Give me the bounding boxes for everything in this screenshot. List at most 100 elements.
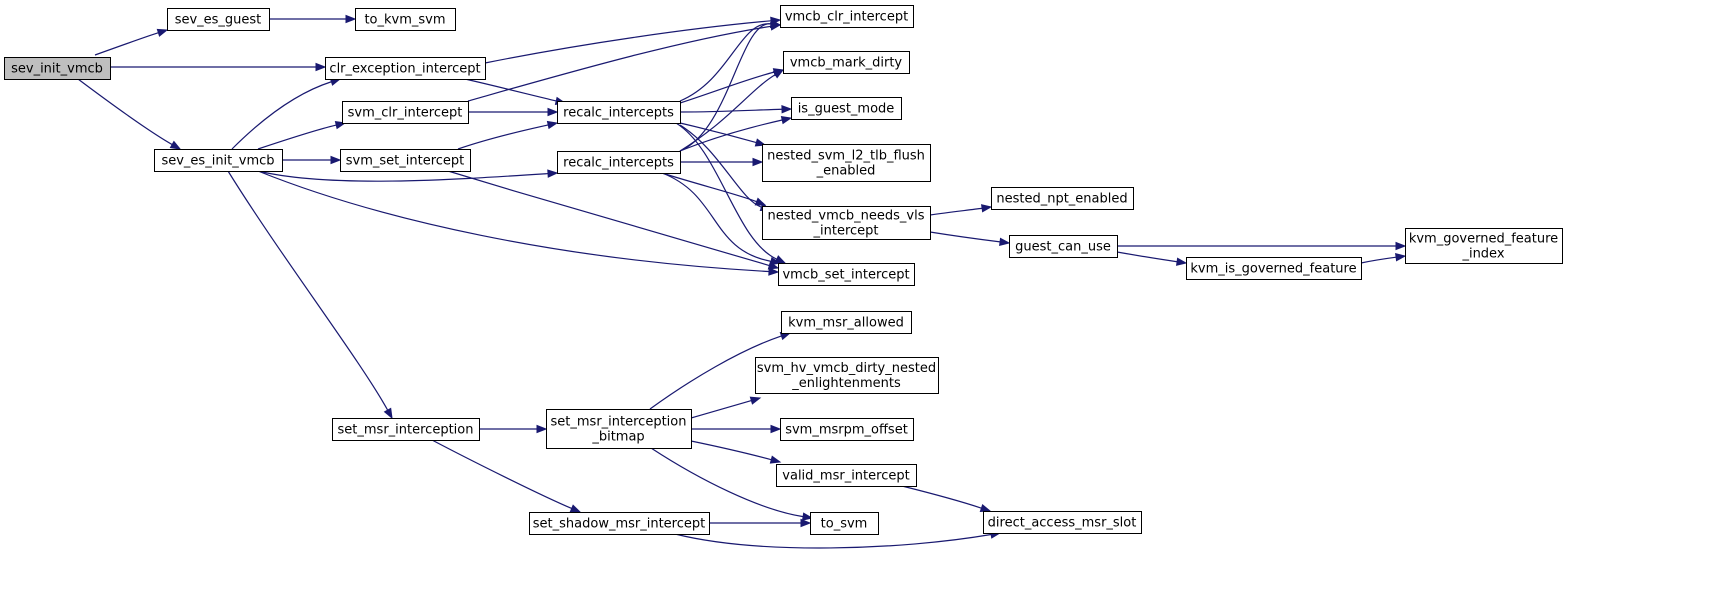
node-label: _bitmap: [591, 430, 644, 445]
node-box: [791, 97, 902, 120]
edge-set-msr-interception-bitmap-to-svm-msrpm-offset: [690, 424, 782, 434]
arrowhead: [546, 120, 559, 130]
arrowhead: [569, 504, 582, 513]
edge-line: [94, 32, 159, 56]
arrowhead: [383, 407, 393, 420]
node-recalc-intercepts-2[interactable]: recalc_intercepts: [557, 151, 681, 174]
node-set-shadow-msr-intercept[interactable]: set_shadow_msr_intercept: [529, 512, 710, 535]
node-to-kvm-svm[interactable]: to_kvm_svm: [355, 8, 456, 31]
edge-set-msr-interception-to-set-shadow-msr-intercept: [431, 439, 582, 513]
node-box: [167, 8, 270, 31]
edge-sev-es-init-vmcb-to-svm-clr-intercept: [257, 121, 347, 150]
edge-sev-es-init-vmcb-to-set-msr-interception: [227, 170, 393, 420]
edge-recalc-intercepts-2-to-is-guest-mode: [679, 115, 793, 152]
node-sev-es-guest[interactable]: sev_es_guest: [167, 8, 270, 31]
edge-kvm-is-governed-feature-to-kvm-governed-feature-index: [1360, 253, 1407, 264]
node-box: [983, 511, 1142, 534]
node-box: [776, 464, 917, 487]
node-set-msr-interception-bitmap[interactable]: set_msr_interception_bitmap: [546, 409, 692, 449]
node-nested-vmcb-needs-vls-intercept[interactable]: nested_vmcb_needs_vls_intercept: [762, 206, 931, 240]
node-to-svm[interactable]: to_svm: [810, 512, 879, 535]
edge-line: [257, 170, 770, 273]
node-label: kvm_governed_feature: [1409, 232, 1558, 247]
edge-line: [929, 207, 983, 216]
node-label: set_msr_interception: [338, 423, 474, 438]
edge-line: [77, 78, 173, 146]
node-label: sev_init_vmcb: [11, 62, 103, 77]
node-kvm-is-governed-feature[interactable]: kvm_is_governed_feature: [1186, 257, 1362, 280]
node-vmcb-mark-dirty[interactable]: vmcb_mark_dirty: [783, 51, 910, 74]
node-svm-msrpm-offset[interactable]: svm_msrpm_offset: [780, 418, 914, 441]
edge-recalc-intercepts-1-to-vmcb-mark-dirty: [679, 68, 785, 104]
node-label: clr_exception_intercept: [329, 62, 480, 77]
arrowhead: [752, 157, 764, 167]
edge-sev-init-vmcb-to-clr-exception-intercept: [110, 62, 327, 72]
edge-line: [1116, 251, 1178, 263]
arrowhead: [980, 204, 993, 213]
node-nested-svm-l2-tlb-flush-enabled[interactable]: nested_svm_l2_tlb_flush_enabled: [762, 144, 931, 182]
node-label: _enabled: [816, 164, 876, 179]
node-label: to_svm: [821, 517, 868, 532]
arrowhead: [800, 518, 812, 528]
arrowhead: [536, 424, 548, 434]
edge-guest-can-use-to-kvm-is-governed-feature: [1116, 251, 1188, 266]
node-label: valid_msr_intercept: [782, 469, 909, 484]
edge-line: [679, 124, 762, 208]
node-set-msr-interception[interactable]: set_msr_interception: [332, 418, 480, 441]
node-svm-clr-intercept[interactable]: svm_clr_intercept: [342, 101, 469, 124]
arrowhead: [345, 14, 357, 24]
edge-guest-can-use-to-kvm-governed-feature-index: [1117, 241, 1407, 251]
edge-line: [679, 119, 783, 152]
node-label: sev_es_guest: [175, 13, 262, 28]
edge-nested-vmcb-needs-vls-intercept-to-nested-npt-enabled: [929, 204, 993, 216]
node-recalc-intercepts-1[interactable]: recalc_intercepts: [557, 101, 681, 124]
edge-recalc-intercepts-2-to-nested-svm-l2-tlb-flush-enabled: [680, 157, 764, 167]
edge-line: [1360, 256, 1397, 264]
edge-svm-clr-intercept-to-recalc-intercepts-1: [468, 107, 559, 117]
arrowhead: [769, 455, 782, 464]
node-svm-hv-vmcb-dirty-nested-enlightenments[interactable]: svm_hv_vmcb_dirty_nested_enlightenments: [755, 357, 939, 394]
node-clr-exception-intercept[interactable]: clr_exception_intercept: [325, 57, 486, 80]
edge-line: [675, 122, 778, 260]
arrowhead: [169, 140, 182, 150]
edge-line: [484, 20, 772, 64]
node-guest-can-use[interactable]: guest_can_use: [1009, 235, 1118, 258]
node-box: [340, 149, 471, 172]
edge-set-msr-interception-to-set-msr-interception-bitmap: [478, 424, 548, 434]
node-kvm-governed-feature-index[interactable]: kvm_governed_feature_index: [1405, 228, 1563, 264]
node-valid-msr-intercept[interactable]: valid_msr_intercept: [776, 464, 917, 487]
node-box: [332, 418, 480, 441]
node-label: svm_msrpm_offset: [785, 423, 908, 438]
edge-line: [901, 485, 982, 509]
edge-line: [464, 78, 557, 102]
node-svm-set-intercept[interactable]: svm_set_intercept: [340, 149, 471, 172]
node-box: [355, 8, 456, 31]
node-box: [325, 57, 486, 80]
node-label: svm_set_intercept: [346, 154, 465, 169]
node-is-guest-mode[interactable]: is_guest_mode: [791, 97, 902, 120]
node-box: [810, 512, 879, 535]
node-label: vmcb_set_intercept: [782, 268, 909, 283]
node-vmcb-clr-intercept[interactable]: vmcb_clr_intercept: [780, 5, 914, 28]
edge-svm-set-intercept-to-recalc-intercepts-1: [457, 120, 559, 150]
node-sev-es-init-vmcb[interactable]: sev_es_init_vmcb: [154, 149, 283, 172]
node-vmcb-set-intercept[interactable]: vmcb_set_intercept: [778, 263, 915, 286]
arrowhead: [770, 19, 782, 29]
node-box: [991, 187, 1134, 210]
node-label: vmcb_mark_dirty: [790, 56, 903, 71]
node-box: [762, 206, 931, 240]
node-direct-access-msr-slot[interactable]: direct_access_msr_slot: [983, 511, 1142, 534]
edge-line: [661, 172, 757, 203]
arrowhead: [979, 503, 992, 513]
node-box: [1405, 228, 1563, 264]
edge-svm-clr-intercept-to-vmcb-clr-intercept: [467, 22, 782, 102]
node-box: [4, 57, 111, 80]
node-sev-init-vmcb[interactable]: sev_init_vmcb: [4, 57, 111, 80]
arrowhead: [1395, 253, 1407, 262]
arrowhead: [772, 69, 785, 79]
node-label: set_msr_interception: [551, 415, 687, 430]
edge-recalc-intercepts-1-to-is-guest-mode: [679, 105, 793, 114]
node-kvm-msr-allowed[interactable]: kvm_msr_allowed: [781, 311, 912, 334]
node-nested-npt-enabled[interactable]: nested_npt_enabled: [991, 187, 1134, 210]
